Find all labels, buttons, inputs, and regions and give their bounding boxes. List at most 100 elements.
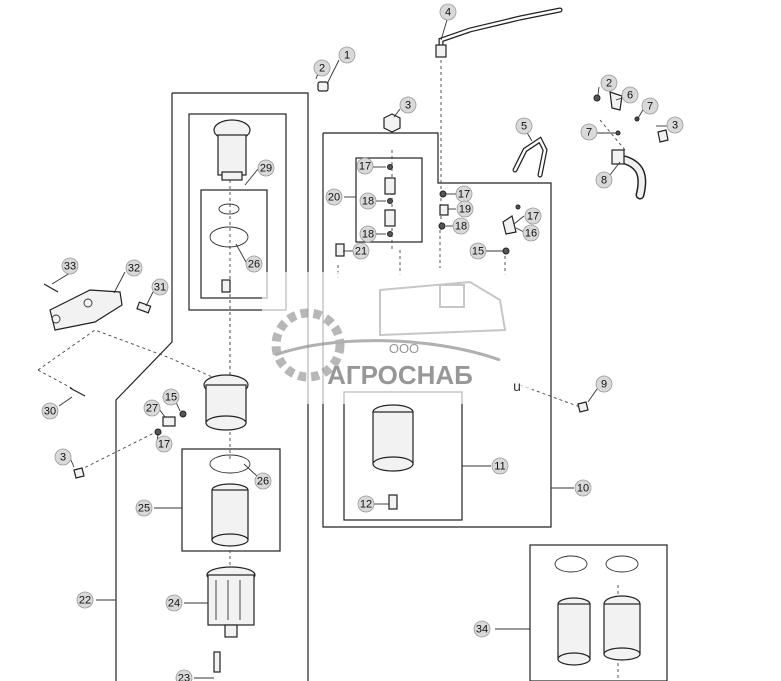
callout-32: 32 bbox=[125, 259, 143, 277]
callout-circle bbox=[257, 159, 275, 177]
callout-label: 30 bbox=[44, 406, 56, 418]
valve-group-20 bbox=[384, 164, 396, 237]
callout-6: 6 bbox=[621, 86, 639, 104]
callout-label: 12 bbox=[360, 499, 372, 511]
callout-label: 5 bbox=[521, 121, 527, 133]
callout-label: 32 bbox=[128, 263, 140, 275]
callout-circle bbox=[61, 257, 79, 275]
callout-label: 7 bbox=[586, 127, 592, 139]
callout-label: 26 bbox=[248, 259, 260, 271]
filter-11 bbox=[372, 404, 414, 510]
callout-label: 1 bbox=[344, 50, 350, 62]
callout-label: 18 bbox=[362, 196, 374, 208]
callout-circle bbox=[666, 116, 684, 134]
callout-3: 3 bbox=[54, 448, 72, 466]
callout-label: 11 bbox=[494, 461, 505, 473]
leader-lines bbox=[51, 19, 668, 679]
callout-label: 18 bbox=[455, 221, 467, 233]
callout-label: 2 bbox=[606, 78, 612, 90]
callout-circle bbox=[600, 74, 618, 92]
callout-25: 25 bbox=[135, 499, 153, 517]
callout-label: 19 bbox=[459, 204, 471, 216]
callout-21: 21 bbox=[352, 242, 370, 260]
hose-8 bbox=[611, 149, 647, 200]
callout-circle bbox=[574, 479, 592, 497]
callout-circle bbox=[54, 448, 72, 466]
callout-circle bbox=[359, 225, 377, 243]
callout-8: 8 bbox=[595, 171, 613, 189]
callout-circle bbox=[135, 499, 153, 517]
callout-27: 27 bbox=[143, 399, 161, 417]
callout-circle bbox=[357, 495, 375, 513]
callout-label: 33 bbox=[64, 261, 76, 273]
callout-circle bbox=[125, 259, 143, 277]
callout-label: 34 bbox=[476, 624, 488, 636]
bracket-32 bbox=[43, 283, 123, 397]
callout-label: 2 bbox=[319, 63, 325, 75]
callout-label: 21 bbox=[355, 246, 367, 258]
callout-circle bbox=[254, 472, 272, 490]
callout-3: 3 bbox=[666, 116, 684, 134]
callout-circle bbox=[515, 117, 533, 135]
callout-15: 15 bbox=[162, 388, 180, 406]
callout-18: 18 bbox=[359, 225, 377, 243]
callout-circle bbox=[522, 224, 540, 242]
callout-circle bbox=[621, 86, 639, 104]
callout-24: 24 bbox=[165, 594, 183, 612]
callout-10: 10 bbox=[574, 479, 592, 497]
callout-26: 26 bbox=[245, 255, 263, 273]
callout-label: 20 bbox=[328, 192, 340, 204]
callout-11: 11 bbox=[491, 457, 509, 475]
callout-7: 7 bbox=[641, 97, 659, 115]
group-frames bbox=[115, 92, 668, 681]
callout-label: 4 bbox=[445, 7, 451, 19]
watermark-company-name: АГРОСНАБ bbox=[327, 360, 473, 390]
callout-label: 27 bbox=[146, 403, 158, 415]
callout-label: 16 bbox=[525, 228, 537, 240]
callout-label: 3 bbox=[405, 100, 411, 112]
filter-housing bbox=[162, 374, 251, 474]
watermark-suffix: u bbox=[513, 378, 521, 394]
callout-circle bbox=[352, 242, 370, 260]
callout-circle bbox=[595, 375, 613, 393]
callout-circle bbox=[456, 200, 474, 218]
small-fittings bbox=[73, 81, 669, 479]
callout-label: 8 bbox=[601, 175, 607, 187]
callout-label: 10 bbox=[577, 483, 589, 495]
callout-label: 29 bbox=[260, 163, 272, 175]
fuel-pipe-4 bbox=[435, 7, 563, 58]
callout-15: 15 bbox=[469, 242, 487, 260]
callout-circle bbox=[359, 192, 377, 210]
callout-circle bbox=[580, 123, 598, 141]
callout-label: 24 bbox=[168, 598, 180, 610]
callout-circle bbox=[491, 457, 509, 475]
filter-head-29 bbox=[209, 119, 251, 293]
callout-label: 15 bbox=[472, 246, 484, 258]
callout-circle bbox=[165, 594, 183, 612]
callout-label: 7 bbox=[647, 101, 653, 113]
callout-20: 20 bbox=[325, 188, 343, 206]
callout-circle bbox=[338, 46, 356, 64]
callout-circle bbox=[143, 399, 161, 417]
callout-circle bbox=[452, 217, 470, 235]
callout-31: 31 bbox=[151, 278, 169, 296]
callout-17: 17 bbox=[356, 157, 374, 175]
callout-18: 18 bbox=[359, 192, 377, 210]
callout-label: 3 bbox=[672, 120, 678, 132]
callout-label: 17 bbox=[527, 211, 539, 223]
callout-5: 5 bbox=[515, 117, 533, 135]
callout-circle bbox=[313, 59, 331, 77]
callout-label: 3 bbox=[60, 452, 66, 464]
callout-33: 33 bbox=[61, 257, 79, 275]
callout-label: 17 bbox=[359, 161, 371, 173]
callout-circle bbox=[641, 97, 659, 115]
callout-19: 19 bbox=[456, 200, 474, 218]
callout-34: 34 bbox=[473, 620, 491, 638]
callout-17: 17 bbox=[524, 207, 542, 225]
callout-17: 17 bbox=[155, 435, 173, 453]
callout-17: 17 bbox=[455, 185, 473, 203]
watermark: ООО АГРОСНАБ u bbox=[262, 272, 532, 404]
callout-label: 25 bbox=[138, 503, 150, 515]
callout-label: 18 bbox=[362, 229, 374, 241]
